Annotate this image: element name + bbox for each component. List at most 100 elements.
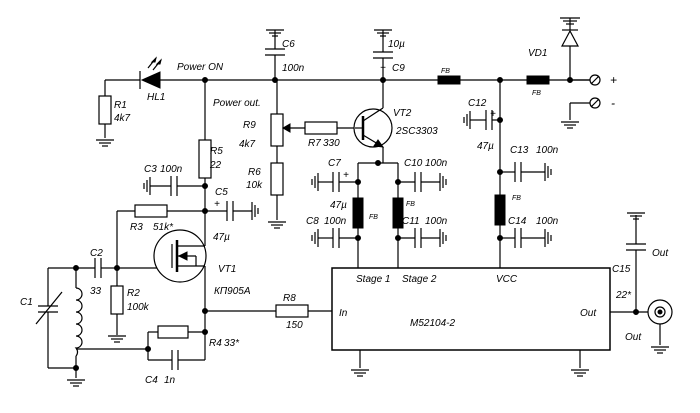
- label-vt2: VT2: [393, 108, 412, 119]
- diode-vd1: [560, 17, 580, 47]
- transistor-vt2: [353, 107, 393, 148]
- capacitor-c2: [94, 258, 102, 278]
- capacitor-c6: [265, 30, 285, 56]
- label-out-bottom: Out: [625, 332, 642, 343]
- ic-label-name: M52104-2: [410, 318, 455, 329]
- inductor-l1: [74, 287, 83, 357]
- label-hl1: HL1: [147, 92, 165, 103]
- label-power-out: Power out.: [213, 98, 261, 109]
- ic-m52104-2: [331, 267, 611, 351]
- label-vt1: VT1: [218, 264, 236, 275]
- label-c3: C3: [144, 164, 157, 175]
- label-c12: C12: [468, 98, 487, 109]
- label-fb-2: FB: [532, 90, 541, 97]
- label-c15: C15: [612, 264, 631, 275]
- label-vt2-type: 2SC3303: [395, 126, 438, 137]
- capacitor-c10: [414, 172, 422, 192]
- label-r9-value: 4k7: [239, 139, 256, 150]
- potentiometer-r9: [270, 113, 291, 147]
- capacitor-c15: [626, 243, 646, 251]
- label-c15-value: 22*: [615, 290, 632, 301]
- label-c5-plus: +: [214, 199, 220, 210]
- label-c12-value: 47µ: [477, 141, 494, 152]
- label-c6: C6: [282, 39, 295, 50]
- resistor-r5: [198, 139, 212, 179]
- capacitor-c5: [226, 201, 234, 221]
- capacitor-c13: [514, 162, 522, 182]
- transistor-vt1: [153, 229, 207, 283]
- ferrite-bead-top-1: [437, 75, 461, 85]
- ferrite-bead-stage2: [392, 197, 404, 229]
- label-c8-value: 100n: [324, 216, 347, 227]
- label-r2-value: 100k: [127, 302, 150, 313]
- ic-label-vcc: VCC: [496, 274, 518, 285]
- label-c2-value: 33: [90, 286, 102, 297]
- label-c13-value: 100n: [536, 145, 559, 156]
- label-power-on: Power ON: [177, 62, 224, 73]
- label-c12-plus: +: [490, 109, 496, 120]
- label-c9-value: 10µ: [388, 39, 405, 50]
- label-r4: R4: [209, 338, 222, 349]
- label-r5: R5: [210, 146, 223, 157]
- label-fb-5: FB: [512, 195, 521, 202]
- resistor-r1: [98, 95, 112, 125]
- capacitor-c9: [373, 30, 393, 59]
- capacitor-c3: [170, 176, 178, 196]
- label-c1: C1: [20, 297, 33, 308]
- label-c3-value: 100n: [160, 164, 183, 175]
- label-fb-1: FB: [441, 68, 450, 75]
- capacitor-c14: [514, 228, 522, 248]
- label-c14-value: 100n: [536, 216, 559, 227]
- label-c9-plus: +: [380, 63, 386, 74]
- label-c13: C13: [510, 145, 529, 156]
- label-c6-value: 100n: [282, 63, 305, 74]
- resistor-r6: [270, 162, 284, 196]
- ic-label-in: In: [339, 308, 348, 319]
- component-labels: HL1 Power ON R1 4k7 C6 100n 10µ + C9 VD1…: [20, 39, 669, 386]
- label-r4-value: 33*: [224, 338, 240, 349]
- label-c14: C14: [508, 216, 527, 227]
- label-c2: C2: [90, 248, 103, 259]
- label-vt1-type: КП905А: [214, 286, 251, 297]
- label-c9: C9: [392, 63, 405, 74]
- resistor-r7: [304, 121, 338, 135]
- capacitor-c8: [332, 228, 340, 248]
- label-vd1: VD1: [528, 48, 547, 59]
- label-fb-3: FB: [369, 214, 378, 221]
- label-c5: C5: [215, 187, 228, 198]
- capacitor-c7: [332, 172, 340, 192]
- resistor-r4: [157, 325, 189, 339]
- label-plus: +: [610, 73, 617, 87]
- led-hl1: [139, 56, 162, 89]
- label-c8: C8: [306, 216, 319, 227]
- ferrite-bead-stage1: [352, 197, 364, 229]
- capacitor-c4: [171, 350, 179, 370]
- label-c5-value: 47µ: [213, 232, 230, 243]
- label-c7: C7: [328, 158, 341, 169]
- label-c10-value: 100n: [425, 158, 448, 169]
- label-c10: C10: [404, 158, 423, 169]
- label-c7-plus: +: [343, 170, 349, 181]
- capacitor-c11: [414, 228, 422, 248]
- label-r6-value: 10k: [246, 180, 263, 191]
- label-r1-value: 4k7: [114, 113, 131, 124]
- output-connector[interactable]: [647, 299, 673, 325]
- label-c4: C4: [145, 375, 158, 386]
- resistor-r3: [134, 204, 168, 218]
- label-r6: R6: [248, 167, 261, 178]
- capacitor-c12: [485, 110, 493, 130]
- label-r2: R2: [127, 288, 140, 299]
- label-r8: R8: [283, 293, 296, 304]
- label-c11: C11: [402, 216, 420, 227]
- label-r9: R9: [243, 120, 256, 131]
- ic-label-stage1: Stage 1: [356, 274, 390, 285]
- ic-label-out: Out: [580, 308, 597, 319]
- label-fb-4: FB: [406, 201, 415, 208]
- label-c11-value: 100n: [425, 216, 448, 227]
- label-c7-value: 47µ: [330, 200, 347, 211]
- label-r3: R3: [130, 222, 143, 233]
- resistor-r8: [275, 304, 309, 318]
- label-r7-value: 330: [323, 138, 340, 149]
- label-r3-value: 51k*: [153, 222, 174, 233]
